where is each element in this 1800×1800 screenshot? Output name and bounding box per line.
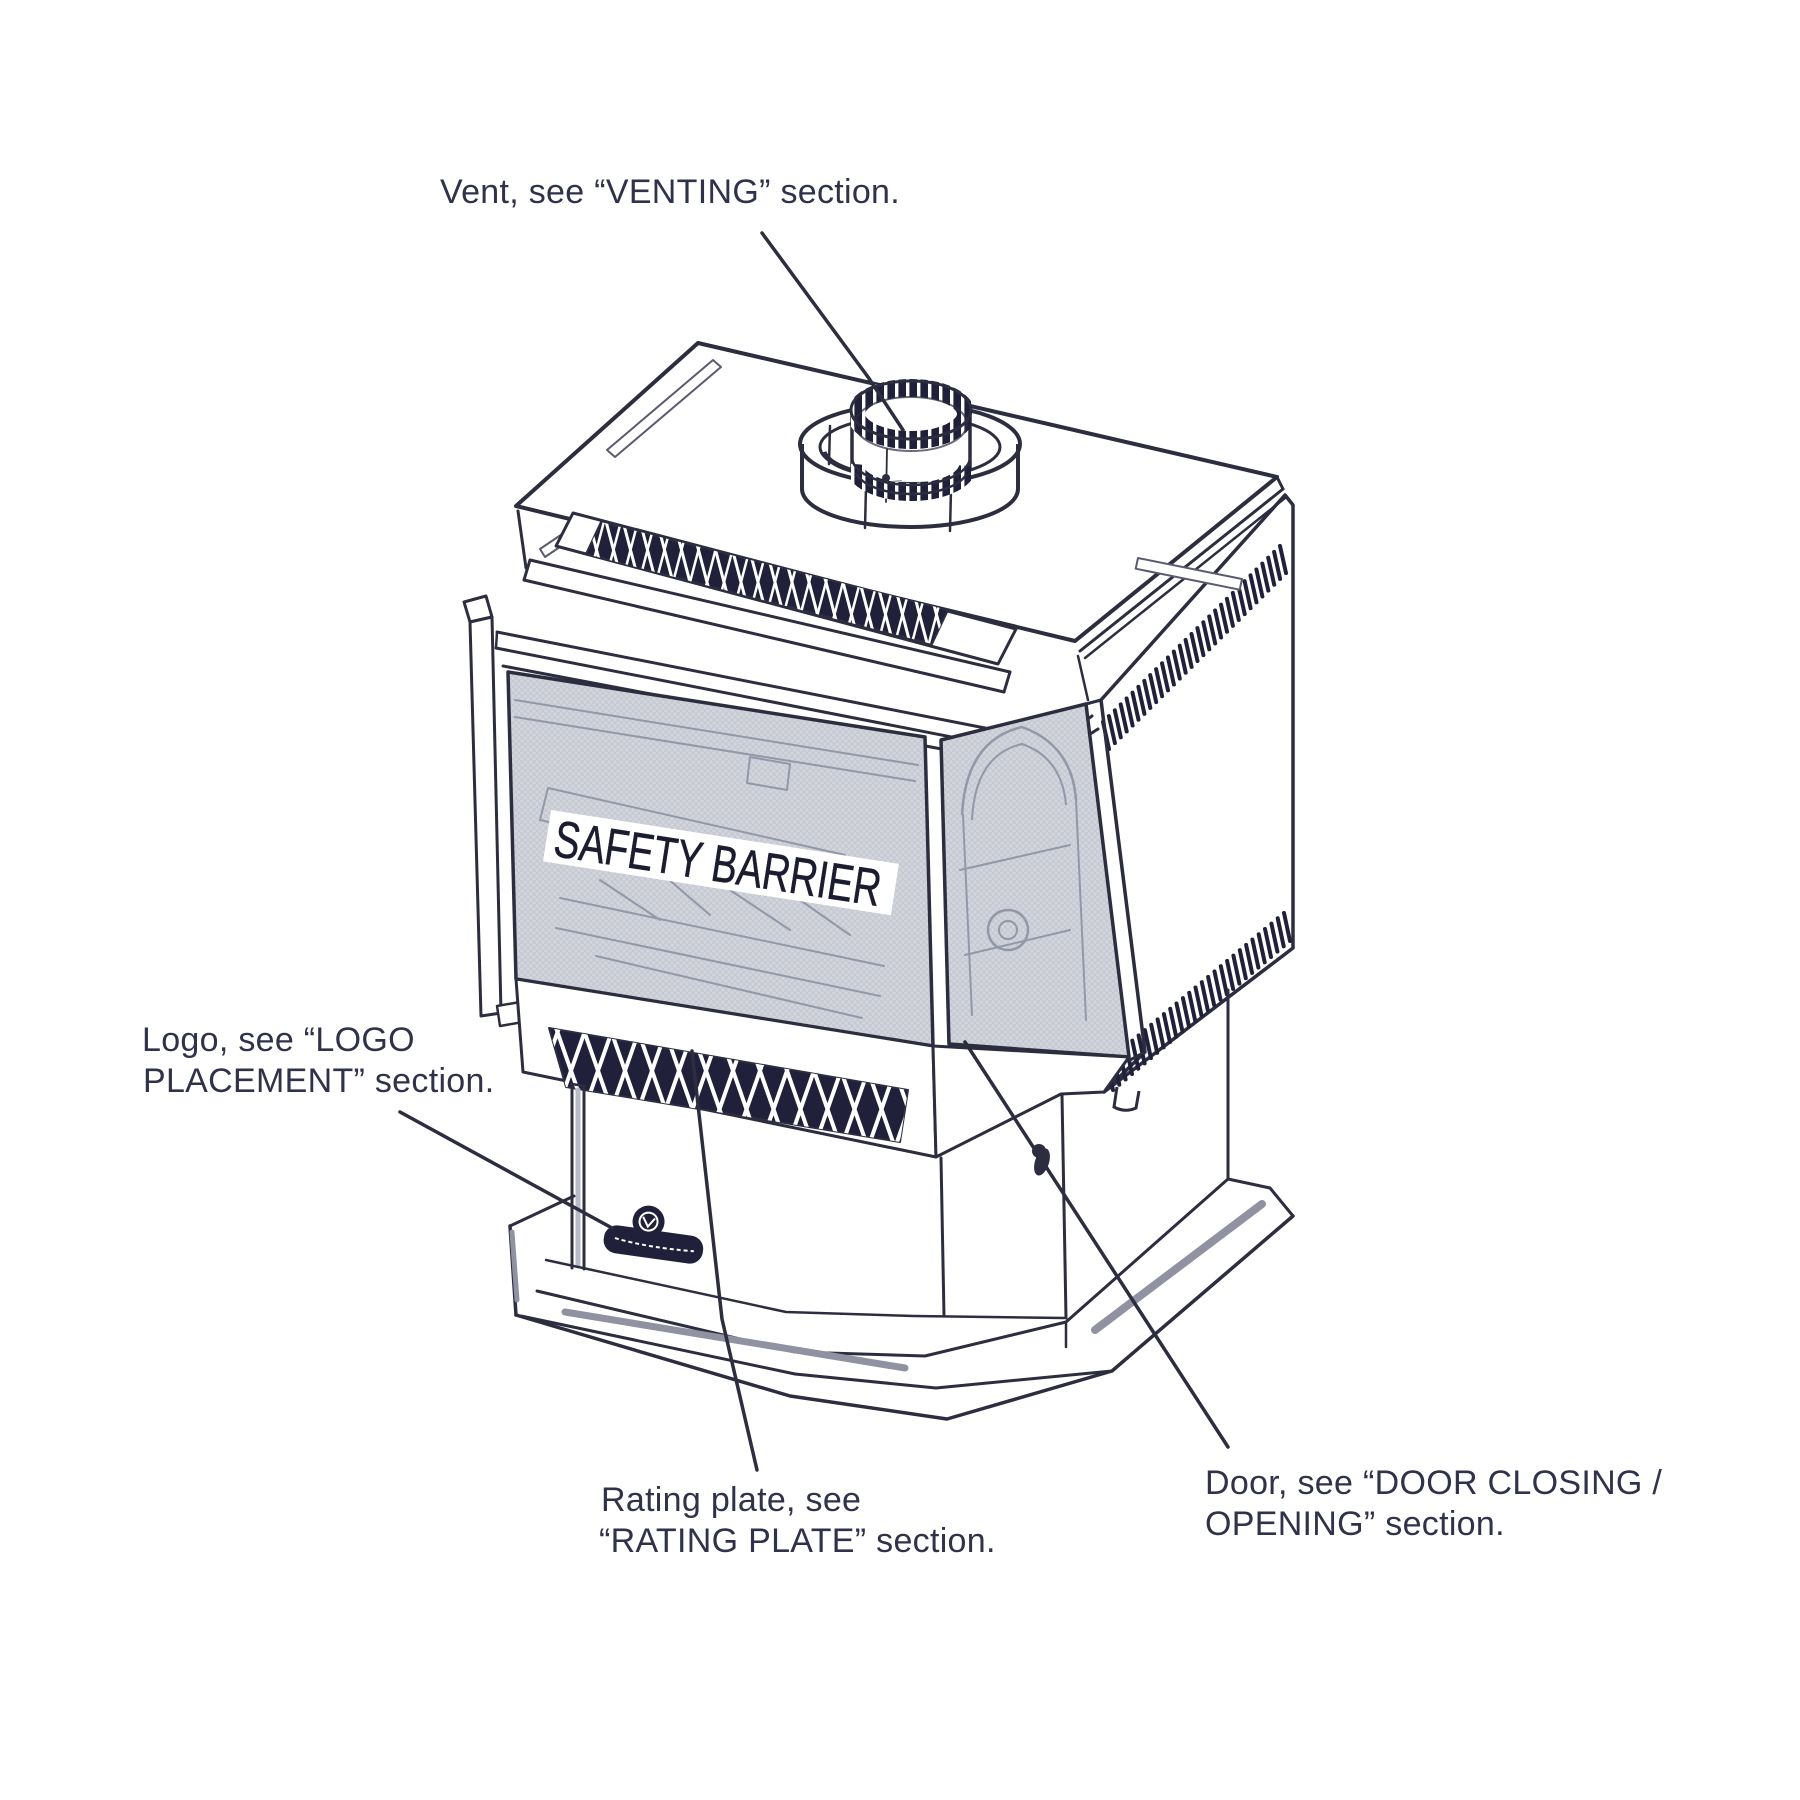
svg-text:Rating plate, see: Rating plate, see [601,1481,861,1519]
svg-text:OPENING” section.: OPENING” section. [1205,1505,1505,1543]
svg-text:Logo, see “LOGO: Logo, see “LOGO [142,1021,415,1059]
svg-text:Door, see “DOOR CLOSING /: Door, see “DOOR CLOSING / [1205,1464,1662,1502]
svg-text:Vent, see “VENTING” section.: Vent, see “VENTING” section. [440,173,900,211]
svg-text:“RATING PLATE” section.: “RATING PLATE” section. [599,1522,996,1560]
svg-text:PLACEMENT” section.: PLACEMENT” section. [143,1062,494,1100]
